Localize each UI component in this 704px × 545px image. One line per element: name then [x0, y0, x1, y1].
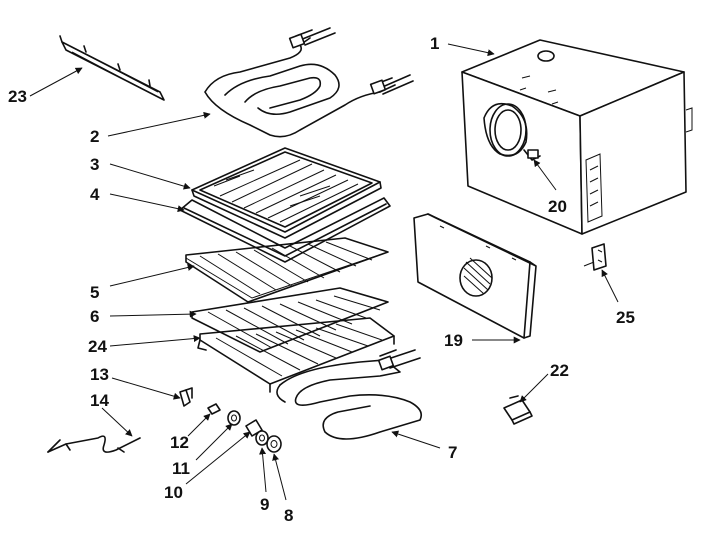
part-24-rack-support [197, 317, 395, 393]
callout-14: 14 [90, 391, 109, 410]
callout-10: 10 [164, 483, 183, 502]
callout-labels: 1 2 3 4 5 6 7 8 9 10 11 12 13 14 19 20 2… [8, 34, 635, 525]
callout-24: 24 [88, 337, 107, 356]
part-3-broil-pan-insert [191, 147, 382, 239]
callout-9: 9 [260, 495, 269, 514]
callout-1: 1 [430, 34, 439, 53]
part-1-oven-cavity [461, 39, 693, 235]
part-11-washer [227, 410, 241, 426]
callout-19: 19 [444, 331, 463, 350]
callout-20: 20 [548, 197, 567, 216]
part-7-bake-element [276, 349, 423, 440]
callout-25: 25 [616, 308, 635, 327]
callout-22: 22 [550, 361, 569, 380]
part-23-bracket [59, 35, 165, 101]
callout-6: 6 [90, 307, 99, 326]
leader-lines [29, 43, 619, 501]
part-2-broil-element [204, 27, 414, 138]
callout-8: 8 [284, 506, 293, 525]
part-19-fan-cover [413, 213, 537, 339]
callout-7: 7 [448, 443, 457, 462]
part-22-switch [503, 395, 533, 425]
callout-3: 3 [90, 155, 99, 174]
callout-11: 11 [172, 459, 190, 478]
part-14-sensor [47, 435, 141, 453]
part-9-nut [255, 430, 269, 446]
callout-2: 2 [90, 127, 99, 146]
part-5-oven-rack [185, 237, 389, 303]
callout-5: 5 [90, 283, 99, 302]
part-8-nut [266, 435, 282, 453]
callout-23: 23 [8, 87, 27, 106]
callout-12: 12 [170, 433, 189, 452]
part-25-bracket [583, 243, 607, 271]
part-12-spacer [207, 403, 221, 415]
callout-13: 13 [90, 365, 109, 384]
part-20-convection-element [483, 102, 541, 161]
callout-4: 4 [90, 185, 100, 204]
part-13-bracket [179, 387, 193, 407]
